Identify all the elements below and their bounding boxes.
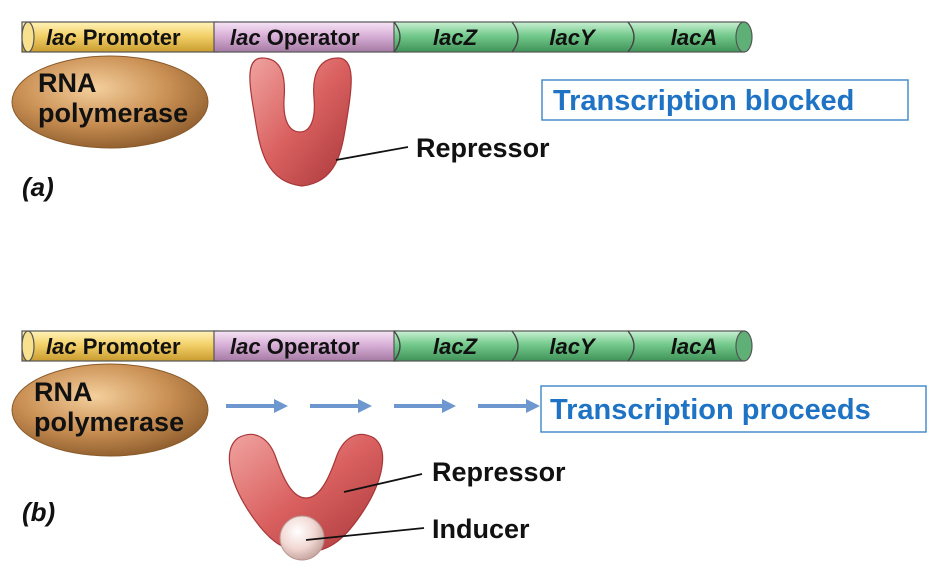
dna-right-end <box>735 330 753 362</box>
dna-left-end <box>21 21 35 53</box>
rna-polymerase-shape <box>11 55 209 149</box>
panel-a: lac Promoter lac Operator lacZ lacY lacA… <box>11 21 909 202</box>
repressor-label: Repressor <box>432 457 566 487</box>
repressor-label: Repressor <box>416 133 550 163</box>
gene-lacy-label: lacY <box>549 334 597 359</box>
lac-operator-segment <box>213 21 399 53</box>
lac-promoter-segment <box>21 330 219 362</box>
lac-operator-segment <box>213 330 399 362</box>
gene-laca-label: lacA <box>671 25 717 50</box>
rna-polymerase-label: RNA polymerase <box>34 377 184 437</box>
panel-label-b: (b) <box>22 497 55 527</box>
lac-genes-segment <box>393 330 745 362</box>
gene-divider <box>627 21 635 53</box>
repressor-leader-line <box>343 473 423 493</box>
status-box <box>540 385 927 433</box>
transcription-arrow <box>394 399 456 413</box>
status-box <box>541 79 909 121</box>
dna-left-end <box>21 330 35 362</box>
lac-promoter-segment <box>21 21 219 53</box>
operator-label: lac Operator <box>230 334 360 359</box>
inducer-leader-line <box>305 527 425 541</box>
transcription-arrow <box>310 399 372 413</box>
gene-laca-label: lacA <box>671 334 717 359</box>
operator-label: lac Operator <box>230 25 360 50</box>
transcription-arrow <box>478 399 540 413</box>
gene-lacz-label: lacZ <box>433 334 479 359</box>
repressor-shape <box>249 57 352 187</box>
gene-divider <box>511 330 519 362</box>
repressor-leader-line <box>335 146 409 161</box>
rna-polymerase-label: RNA polymerase <box>38 68 188 128</box>
promoter-label: lac Promoter <box>46 334 181 359</box>
inducer-label: Inducer <box>432 514 530 544</box>
rna-polymerase-shape <box>11 363 209 457</box>
gene-divider <box>393 21 401 53</box>
dna-right-end <box>735 21 753 53</box>
gene-divider <box>393 330 401 362</box>
promoter-label: lac Promoter <box>46 25 181 50</box>
lac-genes-segment <box>393 21 745 53</box>
transcription-arrow <box>226 399 288 413</box>
status-text: Transcription blocked <box>553 85 854 117</box>
transcription-arrows <box>226 399 540 413</box>
gene-divider <box>627 330 635 362</box>
repressor-shape <box>228 433 384 553</box>
status-text: Transcription proceeds <box>550 394 871 426</box>
panel-label-a: (a) <box>22 172 54 202</box>
gene-lacz-label: lacZ <box>433 25 479 50</box>
panel-b: lac Promoter lac Operator lacZ lacY lacA… <box>11 330 927 561</box>
gene-lacy-label: lacY <box>549 25 597 50</box>
gene-divider <box>511 21 519 53</box>
dna-strand-b: lac Promoter lac Operator lacZ lacY lacA <box>21 330 753 362</box>
dna-strand-a: lac Promoter lac Operator lacZ lacY lacA <box>21 21 753 53</box>
